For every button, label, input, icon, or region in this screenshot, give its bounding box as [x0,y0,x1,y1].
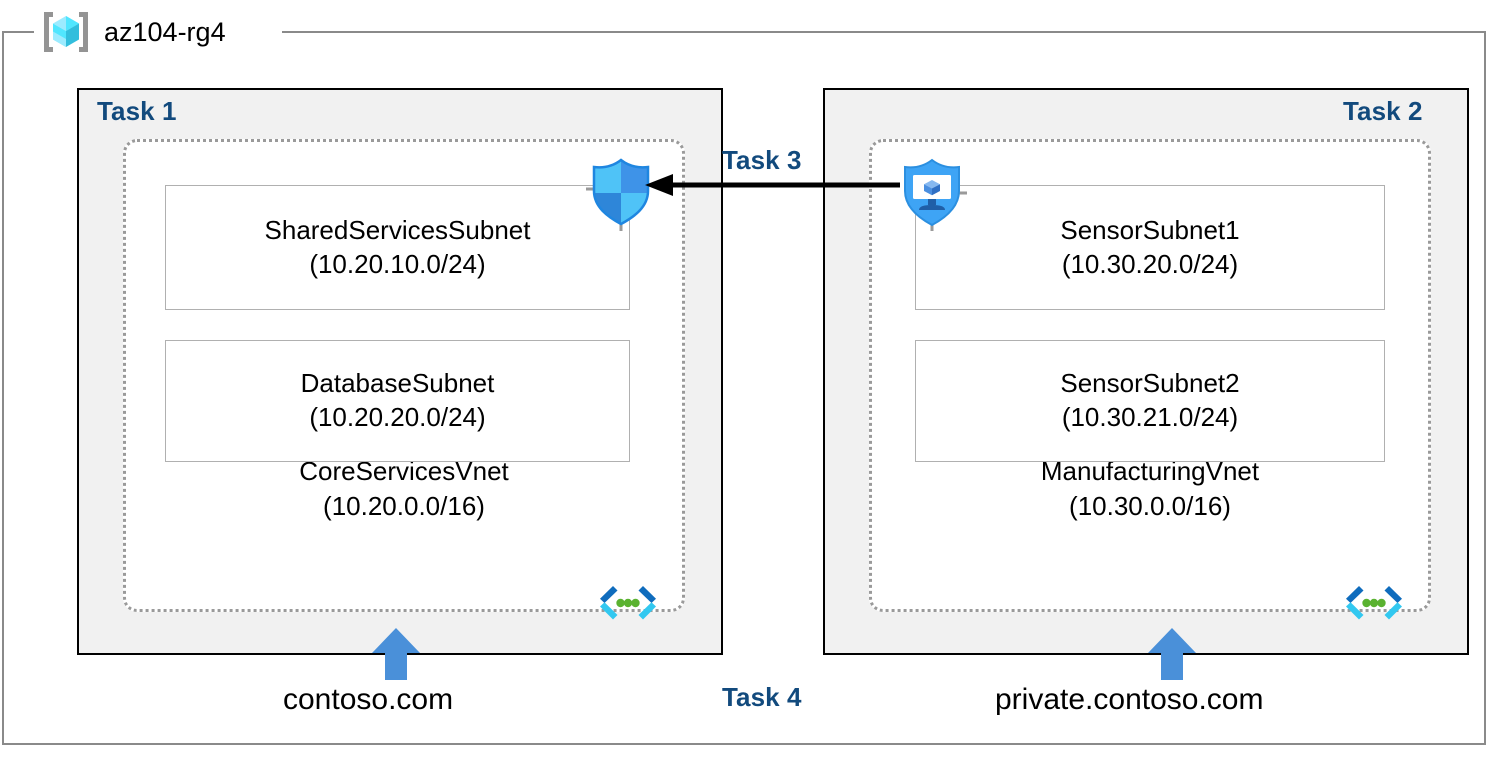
virtual-network-icon [1342,582,1406,624]
task3-label: Task 3 [722,145,802,175]
subnet-cidr: (10.20.20.0/24) [309,402,486,432]
task1-label: Task 1 [97,96,177,126]
subnet-name: SensorSubnet1 [1060,214,1240,245]
resource-group-title: az104-rg4 [40,7,226,57]
resource-group-name: az104-rg4 [104,16,226,47]
subnet-cidr: (10.20.10.0/24) [309,248,486,279]
subnet-cidr: (10.30.20.0/24) [1061,248,1239,279]
dns-zone-label-contoso: contoso.com [283,683,454,716]
corevnet-cidr: (10.20.0.0/16) [323,490,485,521]
subnet-databasesubnet: DatabaseSubnet (10.20.20.0/24) [165,340,630,462]
resource-group-frame [2,31,1486,745]
dns-zone-arrow-icon [1148,628,1196,680]
manufacturingvnet-cidr: (10.30.0.0/16) [1069,490,1231,521]
dns-zone-arrow-icon [372,628,420,680]
network-security-group-shield-icon [586,155,656,231]
virtual-network-icon [596,582,660,624]
manufacturingvnet-caption: ManufacturingVnet (10.30.0.0/16) [872,454,1428,523]
task4-label: Task 4 [722,682,802,712]
subnet-sharedservicessubnet: SharedServicesSubnet (10.20.10.0/24) [165,185,630,310]
corevnet-caption: CoreServicesVnet (10.20.0.0/16) [126,454,682,523]
dns-zone-label-private-contoso: private.contoso.com [995,683,1264,716]
subnet-sensorsubnet2: SensorSubnet2 (10.30.21.0/24) [915,340,1385,462]
subnet-cidr: (10.30.21.0/24) [1061,402,1239,432]
subnet-name: SensorSubnet2 [1060,368,1240,399]
subnet-name: SharedServicesSubnet [264,214,531,245]
peering-arrow-icon [645,172,900,198]
protected-virtual-machine-shield-icon [897,155,967,231]
resource-group-cube-icon [40,9,92,55]
subnet-name: DatabaseSubnet [300,368,495,399]
task2-label: Task 2 [1343,96,1423,126]
subnet-sensorsubnet1: SensorSubnet1 (10.30.20.0/24) [915,185,1385,310]
